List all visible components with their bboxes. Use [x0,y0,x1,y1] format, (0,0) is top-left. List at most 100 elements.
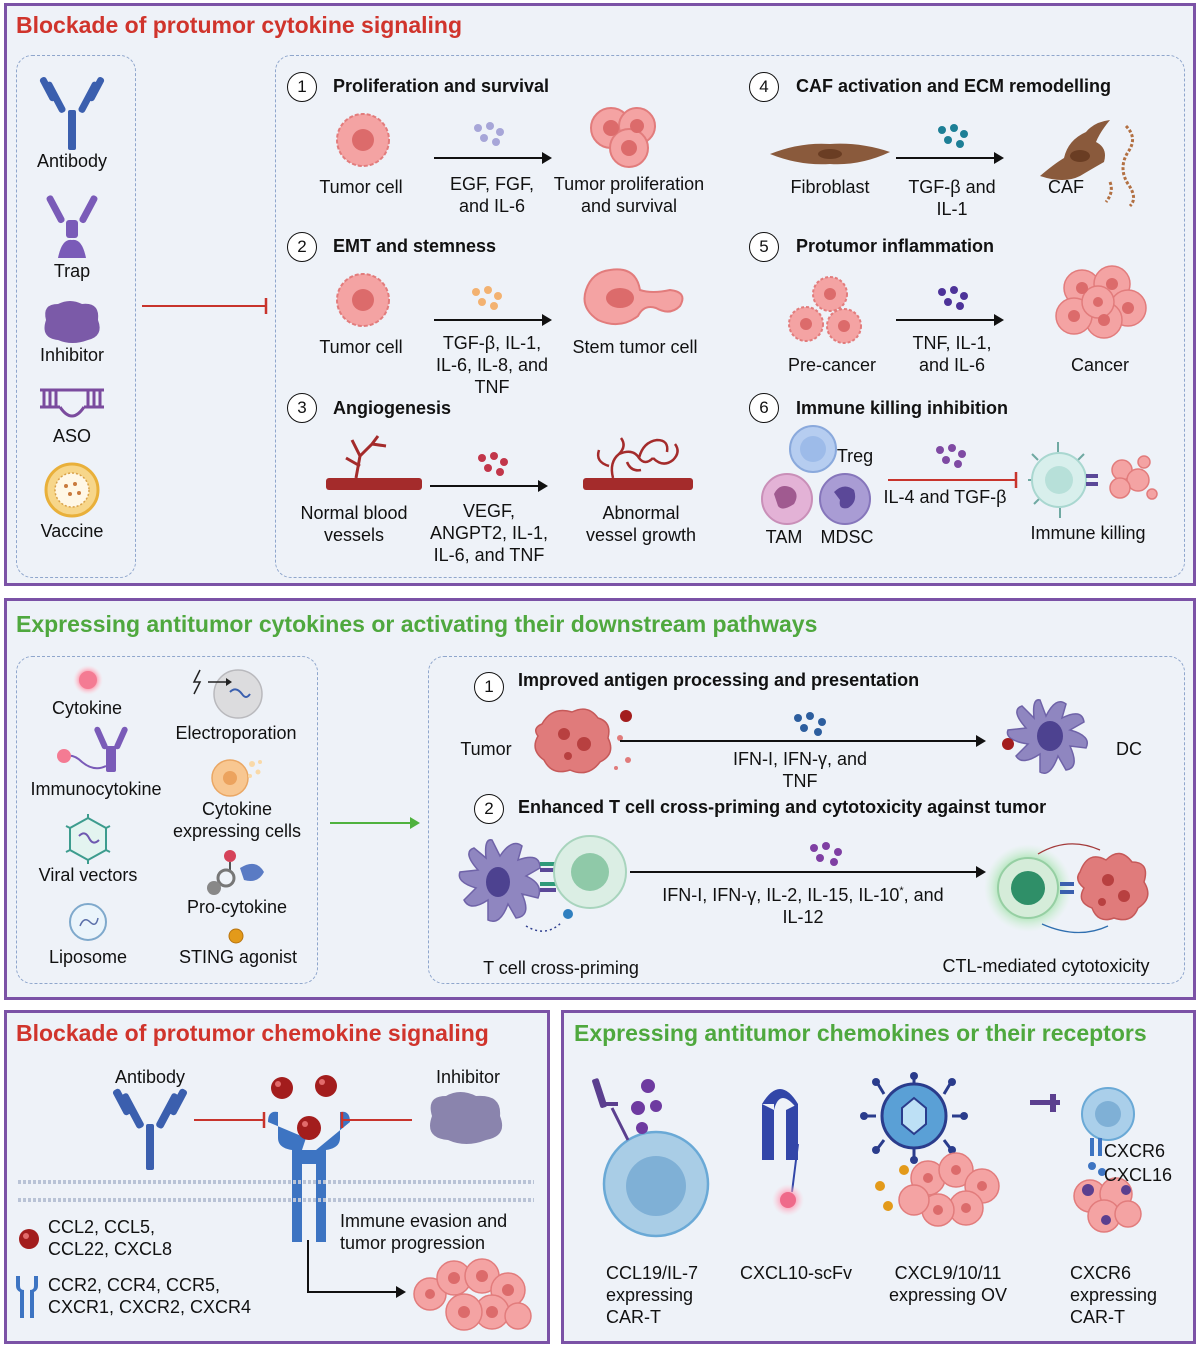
mech4-arrow [896,152,1004,164]
step1-number: 1 [474,672,504,702]
chemokine-ligand-icons [271,1075,337,1099]
step1-arrow [620,735,986,747]
mech1-right-label: Tumor proliferation and survival [553,174,705,216]
chem-antibody-inhibition [194,1112,266,1128]
agent-inhibitor-label: Inhibitor [39,345,105,365]
agent-cytokine-label: Cytokine [51,698,123,718]
section2-title: Expressing antitumor cytokines or activa… [16,611,818,637]
treg-cell-icon [789,425,837,473]
agent-electroporation-label: Electroporation [175,723,297,743]
mech5-left-label: Pre-cancer [787,355,877,375]
cxcr6-car-t-icon [1030,1087,1142,1233]
section1-mechanisms-box [275,55,1185,578]
mech3-number: 3 [287,393,317,423]
step2-number: 2 [474,794,504,824]
activation-arrow [330,817,420,829]
section1-title: Blockade of protumor cytokine signaling [16,12,463,38]
step2-arrow-text: IFN-I, IFN-γ, IL-2, IL-15, IL-10 [662,885,900,905]
normal-vessel-icon [326,435,422,490]
mdsc-label: MDSC [820,527,874,547]
mech1-arrow-label: EGF, FGF, and IL-6 [449,174,534,216]
ligand-legend-label: CCL2, CCL5, CCL22, CXCL8 [48,1217,173,1259]
mech4-title: CAF activation and ECM remodelling [796,76,1112,96]
mech4-number: 4 [749,72,779,102]
chemokine-receptor-icon [268,1111,350,1242]
agent-antibody-label: Antibody [36,151,108,171]
inhibitor-icon [44,301,100,343]
mech1-title: Proliferation and survival [333,76,550,96]
mech2-title: EMT and stemness [333,236,497,256]
step2-arrow [630,866,986,878]
mech5-right-label: Cancer [1070,355,1130,375]
mech5-arrow [896,314,1004,326]
mech2-arrow-label: TGF-β, IL-1, IL-6, IL-8, and TNF [435,333,549,397]
receptor-legend-icon [16,1276,38,1318]
trap-icon [46,195,98,258]
fibroblast-icon [770,143,890,165]
step1-left-label: Tumor [460,739,512,759]
cxcl10-scfv-icon [762,1089,804,1216]
caf-icon [1040,120,1135,208]
immune-killing-icon [1028,442,1158,518]
mech6-right-label: Immune killing [1030,523,1146,543]
ccl19-car-t-label: CCL19/IL-7 expressing CAR-T [606,1263,699,1327]
mech3-arrow-label: VEGF, ANGPT2, IL-1, IL-6, and TNF [429,501,549,565]
mech2-left-label: Tumor cell [319,337,403,357]
mdsc-cell-icon [819,473,871,525]
ctl-cytotoxicity-icon [984,843,1149,934]
mech2-cytokine-dots [472,286,502,310]
mech6-number: 6 [749,393,779,423]
mech2-number: 2 [287,232,317,262]
mech1-left-label: Tumor cell [319,177,403,197]
cxcr6-car-t-label: CXCR6 expressing CAR-T [1070,1263,1158,1327]
mech3-right-label: Abnormal vessel growth [585,503,697,545]
liposome-icon [69,903,107,941]
outcome-arrow [307,1240,406,1298]
stem-tumor-cell-icon [583,268,684,326]
tumor-debris-icon [534,708,632,774]
chem-inhibitor-label: Inhibitor [435,1067,501,1087]
section4-title: Expressing antitumor chemokines or their… [574,1020,1147,1046]
tumor-cell-icon-2 [336,273,390,327]
mech3-cytokine-dots [478,452,508,476]
tam-cell-icon [761,473,813,525]
agent-vaccine-label: Vaccine [40,521,104,541]
chem-inhibitor-icon [430,1092,503,1144]
section2-agents-box [16,656,318,984]
mech4-right-label: CAF [1048,177,1084,197]
mech3-left-label: Normal blood vessels [300,503,408,545]
antibody-icon [39,77,105,150]
t-cell-priming-icon [458,835,627,932]
inhibition-arrow [142,298,268,314]
abnormal-vessel-icon [583,437,693,490]
section1-agents-box [16,55,136,578]
tumor-cell-icon [336,113,390,167]
chem-outcome-label: Immune evasion and tumor progression [340,1211,508,1253]
mech6-inhibition-arrow [888,472,1018,488]
vaccine-icon [44,462,100,518]
step2-cytokine-dots [810,842,842,866]
cxcl10-scfv-label: CXCL10-scFv [739,1263,853,1283]
section2-steps-box [428,656,1185,984]
pre-cancer-cells-icon [788,276,862,344]
agent-immunocytokine-label: Immunocytokine [30,779,162,799]
electroporation-icon [192,669,263,719]
step1-arrow-label: IFN-I, IFN-γ, and TNF [732,749,867,791]
mech1-cytokine-dots [474,122,504,146]
step2-left-label: T cell cross-priming [483,958,639,978]
immunocytokine-icon [57,726,128,772]
agent-viral-vectors-label: Viral vectors [38,865,138,885]
mech4-left-label: Fibroblast [790,177,870,197]
agent-trap-label: Trap [53,261,91,281]
agent-pro-cytokine-label: Pro-cytokine [186,897,288,917]
mech3-arrow [430,480,548,492]
viral-vector-icon [65,814,111,864]
mech5-cytokine-dots [938,286,968,310]
mech3-title: Angiogenesis [333,398,452,418]
step2-arrow-text-end: , and [903,885,944,905]
chem-inhibitor-inhibition [340,1112,412,1128]
ccl19-car-t-icon [592,1078,710,1238]
step1-title: Improved antigen processing and presenta… [518,670,920,690]
step2-title: Enhanced T cell cross-priming and cytoto… [518,797,1047,817]
